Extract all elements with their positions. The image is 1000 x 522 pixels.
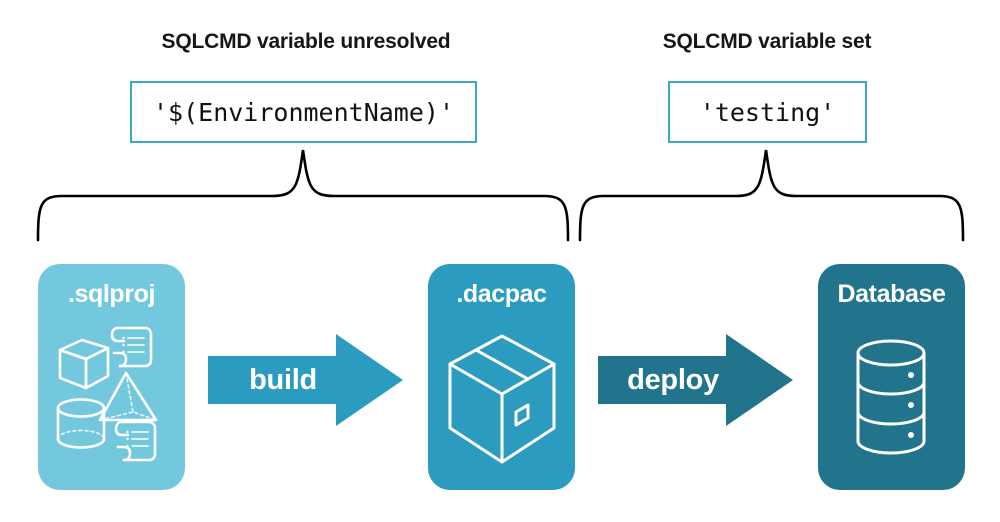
scroll-icon	[114, 420, 157, 462]
stage-box-sqlproj: .sqlproj	[38, 264, 185, 490]
arrow-build-shape	[208, 334, 403, 426]
scroll-icon	[110, 326, 153, 368]
stage-box-database: Database	[818, 264, 965, 490]
brace-right-icon	[578, 149, 965, 242]
arrow-deploy: deploy	[598, 334, 793, 426]
sqlcmd-variable-set-value-box: 'testing'	[668, 81, 867, 143]
brace-left-icon	[36, 149, 570, 242]
cube-icon	[58, 338, 110, 390]
arrow-deploy-shape	[598, 334, 793, 426]
dacpac-icon-group	[448, 334, 556, 464]
cylinder-icon	[56, 398, 106, 449]
section-title-right: SQLCMD variable set	[662, 30, 872, 53]
pyramid-icon	[98, 371, 158, 422]
section-title-left: SQLCMD variable unresolved	[161, 30, 451, 53]
arrow-build: build	[208, 334, 403, 426]
stage-label-database: Database	[837, 280, 946, 308]
sqlcmd-variable-unresolved-value-box: '$(EnvironmentName)'	[130, 81, 477, 143]
stage-label-dacpac: .dacpac	[456, 280, 547, 308]
database-icon-group	[856, 339, 926, 455]
arrow-deploy-label: deploy	[627, 363, 719, 396]
stage-label-sqlproj: .sqlproj	[67, 280, 156, 308]
package-box-icon	[448, 334, 556, 464]
arrow-build-label: build	[249, 363, 317, 396]
stage-box-dacpac: .dacpac	[428, 264, 575, 490]
sqlproj-icon-group	[56, 326, 158, 462]
database-cylinder-icon	[856, 339, 926, 455]
